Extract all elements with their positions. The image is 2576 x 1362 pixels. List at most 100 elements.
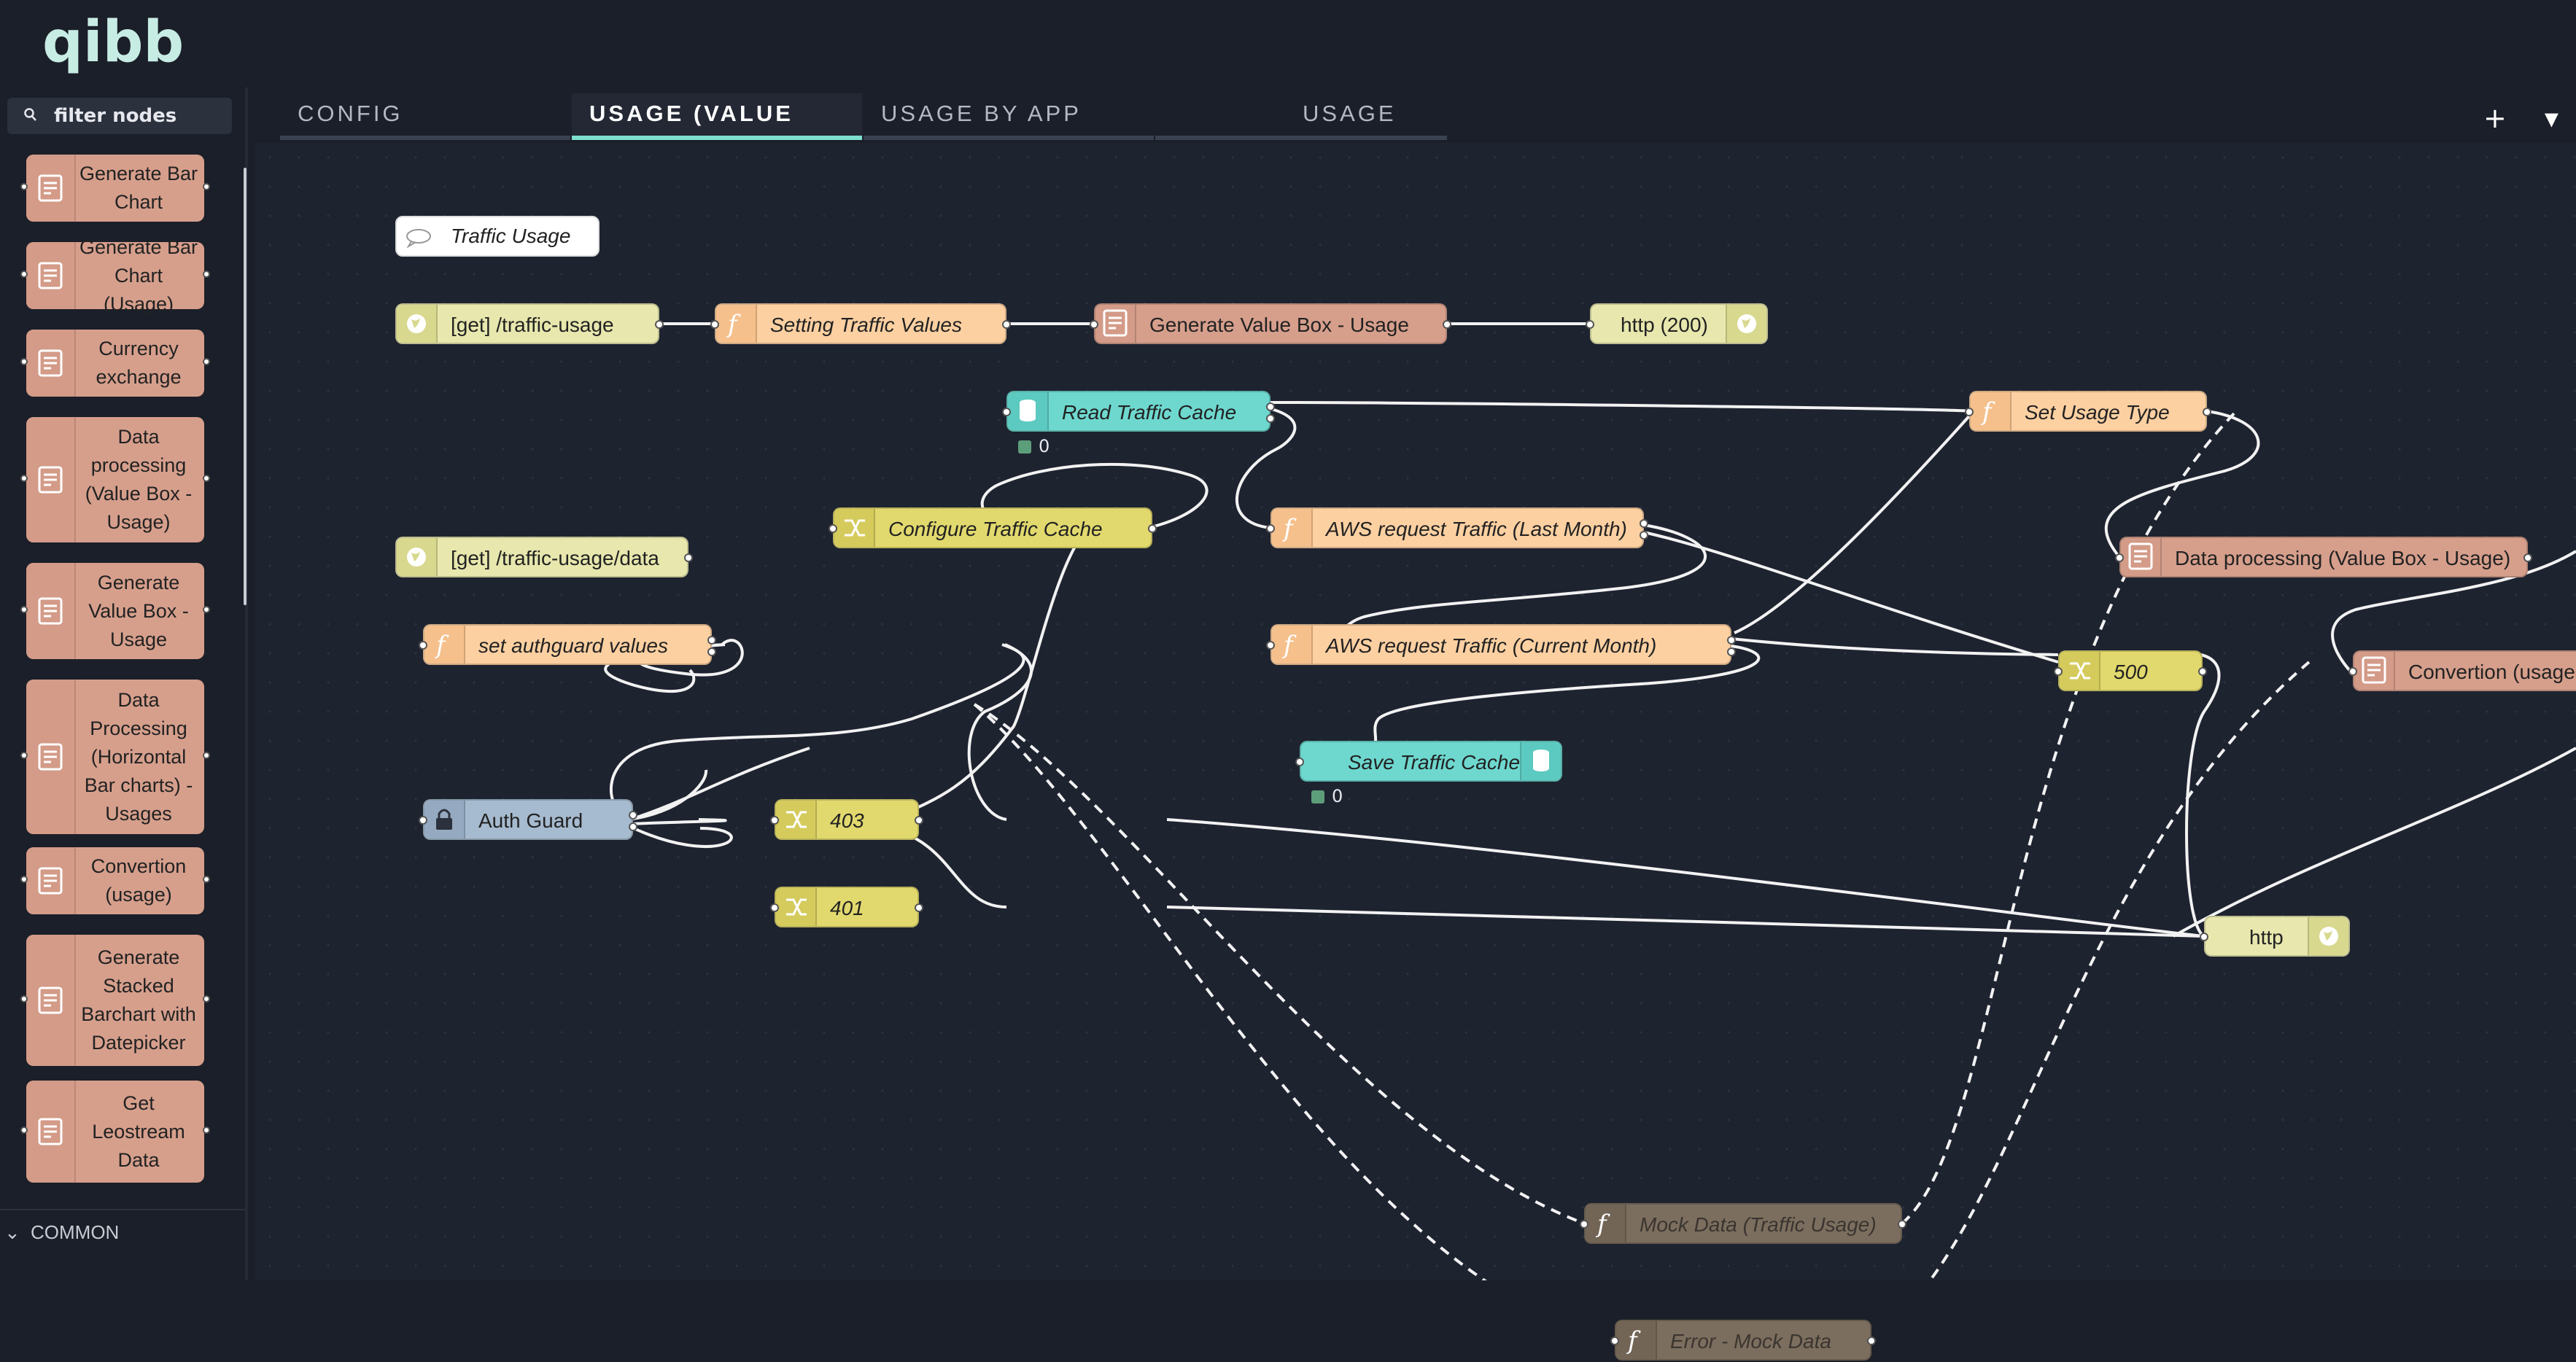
palette-node-label: Data Processing (Horizontal Bar charts) … [84, 688, 193, 825]
tab-usage-by-app[interactable]: USAGE BY APP [864, 93, 1154, 140]
svg-text:f: f [1626, 1326, 1641, 1355]
palette-node-label: Convertion (usage) [90, 855, 187, 906]
switch-icon [2070, 662, 2090, 680]
chevron-down-icon: ⌄ [4, 1221, 20, 1243]
node-get-traffic-usage[interactable]: [get] /traffic-usage [395, 303, 664, 344]
palette-node-label: Generate Value Box - Usage [88, 571, 189, 650]
globe-icon [407, 314, 426, 333]
function-icon: f [726, 310, 741, 339]
function-icon: f [1626, 1326, 1641, 1355]
palette-node-currency-exchange[interactable]: Currency exchange [20, 330, 210, 397]
svg-text:f: f [434, 631, 449, 660]
tab-config[interactable]: CONFIG [280, 93, 570, 140]
switch-icon [845, 519, 865, 537]
palette-node-generate-bar-chart-usage[interactable]: Generate Bar Chart (Usage) [20, 236, 210, 315]
template-icon [38, 743, 63, 771]
tab-tools: + ▾ [2454, 102, 2558, 134]
node-http[interactable]: http [2200, 916, 2350, 957]
template-icon [38, 1118, 63, 1145]
node-auth-guard[interactable]: Auth Guard [419, 799, 637, 840]
node-switch-403[interactable]: 403 [770, 799, 923, 840]
category-common[interactable]: ⌄ COMMON [0, 1209, 245, 1253]
lock-icon [436, 809, 452, 830]
node-error-mock-data[interactable]: f Error - Mock Data [1610, 1320, 1876, 1361]
flow-menu-button[interactable]: ▾ [2544, 102, 2558, 134]
template-icon [38, 262, 63, 289]
node-switch-500[interactable]: 500 [2054, 650, 2207, 691]
flow-workspace[interactable]: Traffic Usage [get] /traffic-usage f Set… [255, 143, 2576, 1361]
node-set-usage-type[interactable]: f Set Usage Type [1965, 391, 2211, 432]
palette-node-label: Generate Bar Chart [79, 163, 198, 213]
node-set-authguard-values[interactable]: f set authguard values [419, 624, 716, 665]
switch-icon [786, 811, 807, 828]
node-http-200[interactable]: http (200) [1586, 303, 1768, 344]
globe-icon [1737, 314, 1756, 333]
palette-node-label: Get Leostream Data [92, 1091, 185, 1171]
svg-text:f: f [1281, 631, 1297, 660]
palette-node-label: Data processing (Value Box - Usage) [85, 426, 193, 533]
node-status: 0 [1311, 787, 1343, 805]
svg-text:f: f [1980, 397, 1995, 427]
palette-node-convertion-usage[interactable]: Convertion (usage) [20, 847, 210, 914]
node-setting-traffic-values[interactable]: f Setting Traffic Values [710, 303, 1011, 344]
node-status: 0 [1018, 437, 1050, 455]
svg-text:f: f [1281, 514, 1297, 543]
database-icon [1020, 400, 1036, 421]
template-icon [38, 987, 63, 1014]
node-configure-traffic-cache[interactable]: Configure Traffic Cache [829, 507, 1157, 548]
palette-node-label: Generate Bar Chart (Usage) [79, 236, 198, 315]
comment-traffic-usage[interactable]: Traffic Usage [395, 216, 600, 257]
template-icon [2362, 656, 2386, 684]
node-aws-last-month[interactable]: f AWS request Traffic (Last Month) [1266, 507, 1648, 548]
tab-usage-value-box[interactable]: USAGE (VALUE BOX) [572, 93, 862, 167]
template-icon [2128, 542, 2153, 570]
node-data-processing[interactable]: Data processing (Value Box - Usage) [2115, 537, 2532, 577]
palette-node-generate-stacked-barchart[interactable]: Generate Stacked Barchart with Datepicke… [20, 935, 210, 1066]
node-mock-data[interactable]: f Mock Data (Traffic Usage) [1580, 1203, 1906, 1244]
palette-node-data-processing-value-box[interactable]: Data processing (Value Box - Usage) [20, 417, 210, 542]
flow-tabs: CONFIG USAGE (VALUE BOX) USAGE BY APP US… [280, 93, 1447, 167]
template-icon [38, 174, 63, 202]
template-icon [1103, 309, 1128, 337]
svg-text:f: f [726, 310, 741, 339]
palette-node-label: Generate Stacked Barchart with Datepicke… [81, 946, 196, 1054]
tab-usage-over-time[interactable]: USAGE OVER TIME [1155, 93, 1447, 167]
palette-node-label: Currency exchange [96, 338, 182, 388]
globe-icon [2319, 927, 2338, 946]
node-switch-401[interactable]: 401 [770, 887, 923, 927]
node-save-traffic-caches[interactable]: Save Traffic Caches [1295, 741, 1562, 782]
palette-node-get-leostream-data[interactable]: Get Leostream Data [20, 1081, 210, 1183]
category-label: COMMON [31, 1221, 120, 1243]
search-icon [24, 108, 36, 121]
database-icon [1533, 750, 1549, 771]
function-icon: f [434, 631, 449, 660]
template-icon [38, 867, 63, 895]
node-palette: filter nodes Generate Bar Chart Generate… [0, 87, 248, 1280]
svg-text:qibb: qibb [42, 10, 184, 75]
function-icon: f [1980, 397, 1995, 427]
function-icon: f [1281, 631, 1297, 660]
template-icon [38, 597, 63, 625]
function-icon: f [1595, 1210, 1610, 1239]
app-header: qibb [0, 0, 2576, 87]
filter-placeholder: filter nodes [54, 105, 177, 127]
node-read-traffic-cache[interactable]: Read Traffic Cache [1002, 391, 1275, 432]
palette-node-generate-value-box[interactable]: Generate Value Box - Usage [20, 563, 210, 659]
palette-node-generate-bar-chart[interactable]: Generate Bar Chart [20, 155, 210, 222]
node-convertion-usage[interactable]: Convertion (usage [2348, 650, 2576, 691]
node-aws-current-month[interactable]: f AWS request Traffic (Current Month) [1266, 624, 1736, 665]
template-icon [38, 466, 63, 494]
qibb-logo: qibb [42, 10, 184, 75]
node-get-traffic-usage-data[interactable]: [get] /traffic-usage/data [395, 537, 693, 577]
comment-icon [406, 229, 431, 248]
node-generate-value-box[interactable]: Generate Value Box - Usage [1090, 303, 1451, 344]
function-icon: f [1281, 514, 1297, 543]
switch-icon [786, 898, 807, 916]
svg-text:f: f [1595, 1210, 1610, 1239]
add-flow-button[interactable]: + [2483, 102, 2507, 134]
palette-scrollbar[interactable] [244, 168, 247, 605]
globe-icon [407, 548, 426, 567]
palette-node-data-processing-horizontal[interactable]: Data Processing (Horizontal Bar charts) … [20, 680, 210, 834]
template-icon [38, 349, 63, 377]
filter-nodes-input[interactable]: filter nodes [7, 98, 232, 134]
